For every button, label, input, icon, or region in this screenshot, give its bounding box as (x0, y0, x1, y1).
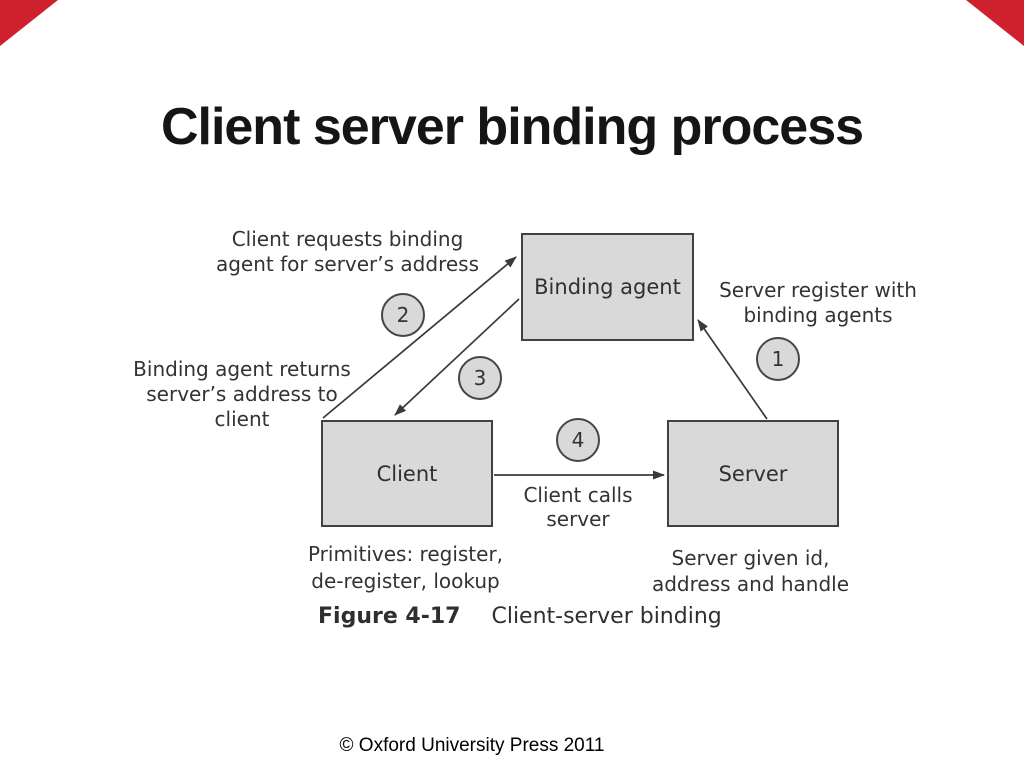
figure-caption: Figure 4-17 Client-server binding (318, 604, 722, 629)
client-box: Client (321, 420, 493, 527)
step-circle-4: 4 (556, 418, 600, 462)
step-3-number: 3 (473, 366, 487, 390)
figure-caption-number: Figure 4-17 (318, 604, 461, 629)
page-title: Client server binding process (160, 97, 864, 156)
figure-caption-text: Client-server binding (491, 604, 722, 629)
step-circle-2: 2 (381, 293, 425, 337)
step-4-number: 4 (571, 428, 585, 452)
copyright-footer: © Oxford University Press 2011 (339, 735, 605, 756)
step-1-number: 1 (771, 347, 785, 371)
step-circle-1: 1 (756, 337, 800, 381)
annotation-client-requests: Client requests binding agent for server… (215, 227, 479, 276)
binding-agent-label: Binding agent (534, 275, 681, 299)
step-2-number: 2 (396, 303, 410, 327)
annotation-client-primitives: Primitives: register, de-register, looku… (307, 542, 504, 593)
step-circle-3: 3 (458, 356, 502, 400)
client-label: Client (376, 461, 438, 486)
server-label: Server (718, 461, 788, 486)
annotation-server-registers: Server register with binding agents (719, 278, 917, 327)
red-corner-accent-left (0, 0, 58, 46)
annotation-client-calls: Client calls server (523, 483, 633, 531)
binding-agent-box: Binding agent (521, 233, 694, 341)
annotation-agent-returns: Binding agent returns server’s address t… (133, 357, 351, 431)
server-box: Server (667, 420, 839, 527)
arrow-server-to-agent (697, 319, 768, 420)
annotation-server-given: Server given id, address and handle (651, 546, 850, 596)
red-corner-accent-right (966, 0, 1024, 46)
